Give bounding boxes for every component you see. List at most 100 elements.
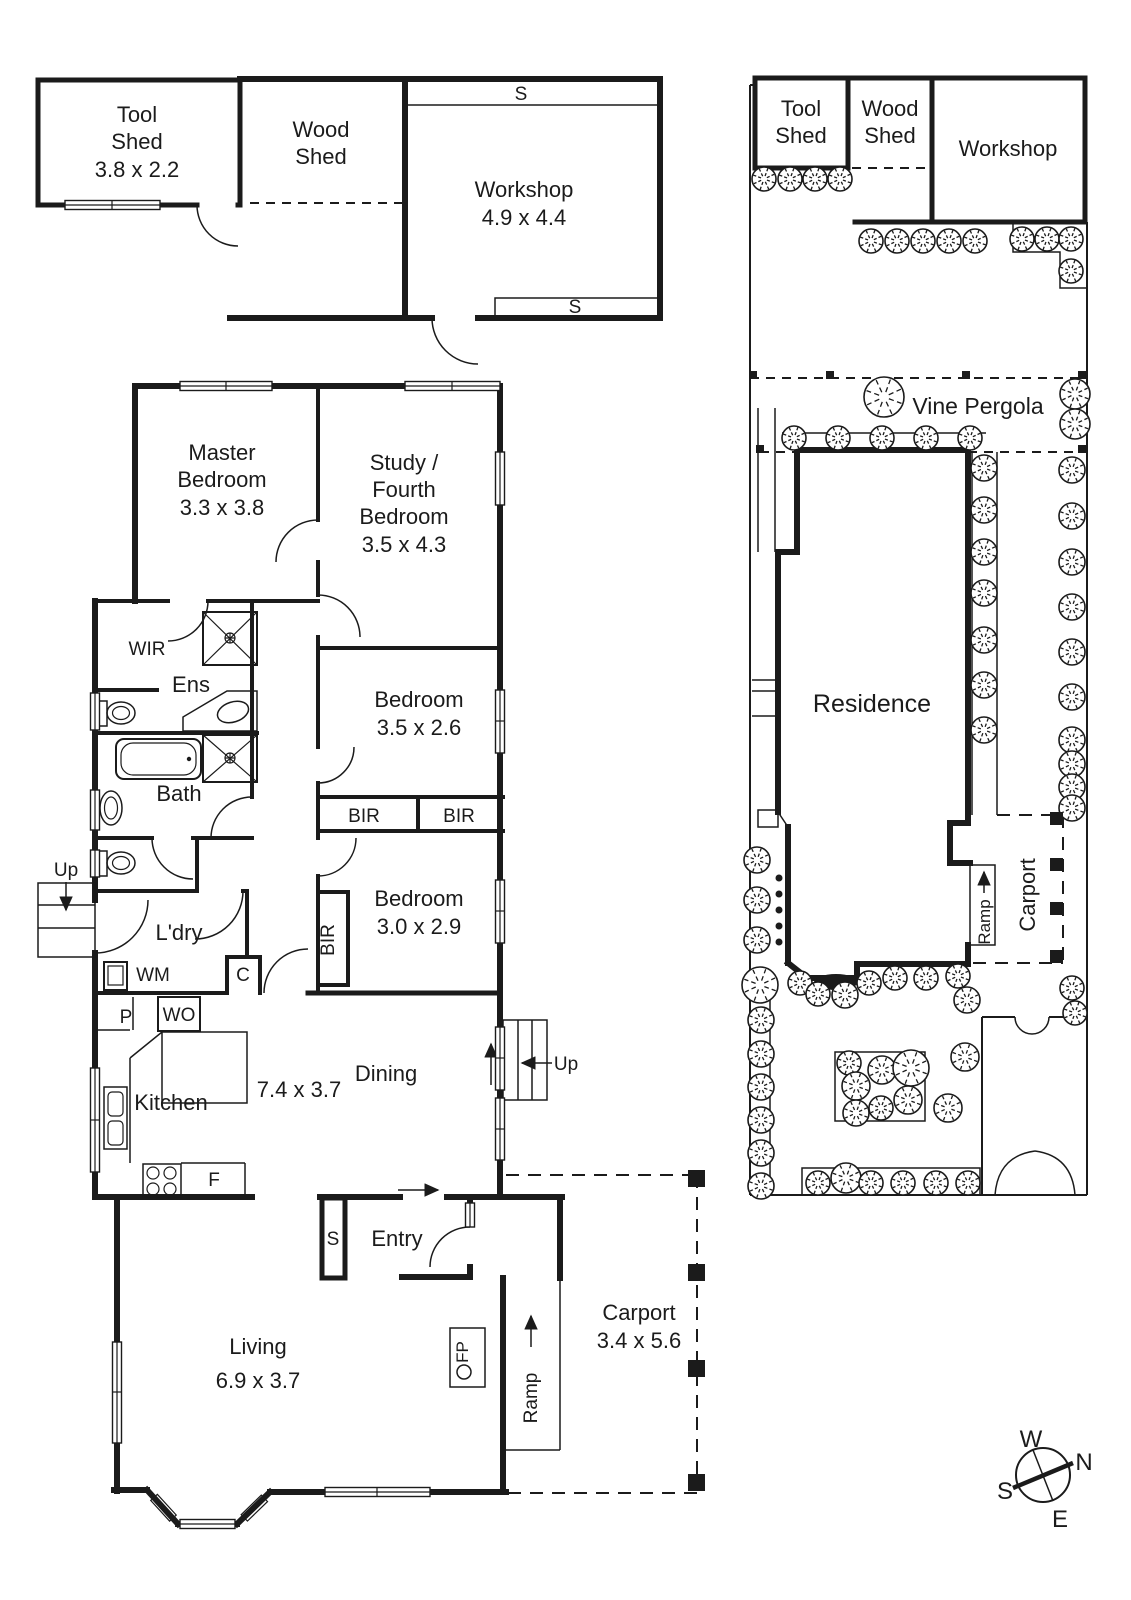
window: [494, 451, 506, 506]
tree-icon: [747, 1172, 775, 1200]
pergola-post: [826, 371, 834, 379]
window: [179, 1518, 236, 1530]
tree-icon: [830, 1162, 862, 1194]
bathtub: [115, 738, 202, 780]
window: [324, 1486, 431, 1498]
wm-label: WM: [136, 965, 170, 986]
carport-label: Carport: [602, 1300, 675, 1325]
bedroom-rear-dims: 3.0 x 2.9: [377, 914, 461, 939]
tree-icon: [945, 963, 971, 989]
ramp-label: Ramp: [521, 1373, 542, 1424]
up-dining-label: Up: [554, 1054, 578, 1075]
tree-icon: [856, 970, 882, 996]
side-steps: [37, 882, 96, 958]
cooktop: [142, 1163, 182, 1198]
tree-icon: [1058, 593, 1086, 621]
bedroom-mid-door-swing: [317, 746, 355, 784]
compass-west: W: [1020, 1426, 1043, 1453]
tree-icon: [867, 1055, 897, 1085]
site-wood-shed-label: Wood: [861, 96, 918, 121]
tree-icon: [1058, 683, 1086, 711]
tree-icon: [892, 1049, 930, 1087]
site-tool-shed: [752, 75, 851, 171]
study-label-2: Fourth: [372, 477, 436, 502]
side-path: [757, 408, 776, 552]
pantry-label: P: [120, 1007, 133, 1028]
cupboard-label: C: [236, 965, 250, 986]
main-house-plan: [37, 383, 698, 1529]
tree-icon: [777, 166, 803, 192]
tree-icon: [970, 626, 998, 654]
living-label: Living: [229, 1334, 286, 1359]
window: [494, 1097, 506, 1161]
tree-icon: [957, 425, 983, 451]
bir-right-label: BIR: [443, 806, 475, 827]
bay-window: [149, 1493, 178, 1522]
site-ramp-outline: [969, 864, 996, 946]
pedestrian-gate-swing: [1014, 1016, 1050, 1035]
fridge-label: F: [208, 1170, 220, 1191]
side-door-swing: [94, 899, 149, 954]
tree-icon: [805, 1170, 831, 1196]
fireplace: [449, 1327, 486, 1388]
pergola-post: [1078, 445, 1086, 453]
up-side-label: Up: [54, 860, 78, 881]
bir-vertical-label: BIR: [318, 924, 339, 956]
bedroom-rear-label: Bedroom: [374, 886, 463, 911]
master-bedroom-label: Master: [188, 440, 255, 465]
compass-north: N: [1075, 1449, 1092, 1476]
window: [494, 879, 506, 944]
garden-dot: [775, 922, 783, 930]
ens-shower: [202, 611, 258, 666]
ens-vanity: [182, 690, 258, 732]
window: [111, 1341, 123, 1444]
window: [404, 380, 501, 392]
workshop-shelf-bottom-label: S: [569, 297, 582, 318]
bir-left-label: BIR: [348, 806, 380, 827]
tree-icon: [913, 425, 939, 451]
tree-icon: [882, 965, 908, 991]
garden-dot: [775, 906, 783, 914]
garden-dot: [775, 890, 783, 898]
window: [89, 1067, 101, 1173]
bath-label: Bath: [156, 781, 201, 806]
entry-label: Entry: [371, 1226, 422, 1251]
tree-icon: [858, 228, 884, 254]
site-workshop-label: Workshop: [959, 136, 1058, 161]
garden-dot: [775, 874, 783, 882]
window: [64, 199, 161, 211]
site-carport-label: Carport: [1015, 858, 1040, 931]
tree-icon: [1058, 548, 1086, 576]
fridge-space: [181, 1162, 246, 1197]
window: [179, 380, 273, 392]
tree-icon: [741, 966, 779, 1004]
tool-shed-label-2: Shed: [111, 129, 162, 154]
tree-icon: [743, 926, 771, 954]
pergola-post: [749, 371, 757, 379]
tree-icon: [802, 166, 828, 192]
site-tool-shed-label: Tool: [781, 96, 821, 121]
tree-icon: [893, 1085, 923, 1115]
tree-icon: [1058, 226, 1084, 252]
carport-post: [688, 1264, 705, 1281]
study-label-3: Bedroom: [359, 504, 448, 529]
toolshed-door-swing: [196, 204, 239, 247]
study-door-swing: [317, 594, 361, 638]
tree-icon: [1058, 638, 1086, 666]
site-ramp-label: Ramp: [975, 899, 994, 944]
study-label: Study /: [370, 450, 439, 475]
carport-post: [688, 1360, 705, 1377]
tree-icon: [936, 228, 962, 254]
wir-label: WIR: [129, 639, 166, 660]
carport-post: [1050, 858, 1063, 871]
compass-rose: W N S E: [997, 1426, 1093, 1533]
carport-post: [688, 1474, 705, 1491]
kitchen-bench: [129, 1031, 248, 1163]
tree-icon: [913, 965, 939, 991]
carport-post: [1050, 950, 1063, 963]
tree-icon: [747, 1139, 775, 1167]
tree-icon: [781, 425, 807, 451]
ens-label: Ens: [172, 672, 210, 697]
pergola-post: [756, 445, 764, 453]
kitchen-sink: [103, 1086, 128, 1150]
